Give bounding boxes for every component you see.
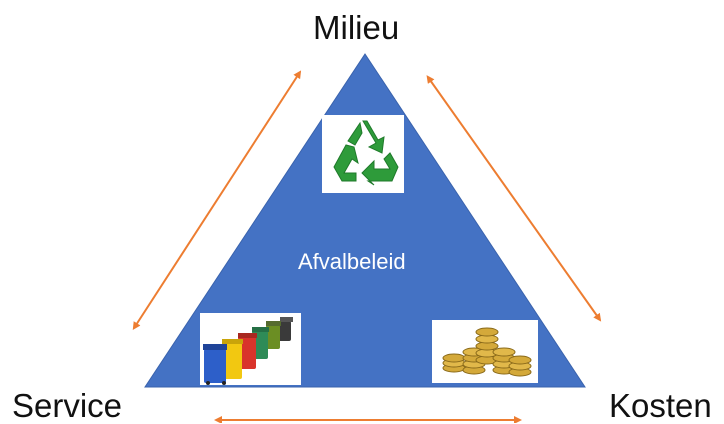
recycle-icon: [322, 115, 404, 193]
coins-image: [432, 320, 538, 383]
arrow-service-milieu: [132, 70, 302, 331]
arrow-milieu-kosten: [426, 75, 602, 322]
milieu-label: Milieu: [313, 9, 400, 46]
afvalbeleid-label: Afvalbeleid: [298, 249, 406, 274]
waste-bins-image: [200, 313, 301, 385]
service-label: Service: [12, 387, 123, 424]
kosten-label: Kosten: [609, 387, 712, 424]
